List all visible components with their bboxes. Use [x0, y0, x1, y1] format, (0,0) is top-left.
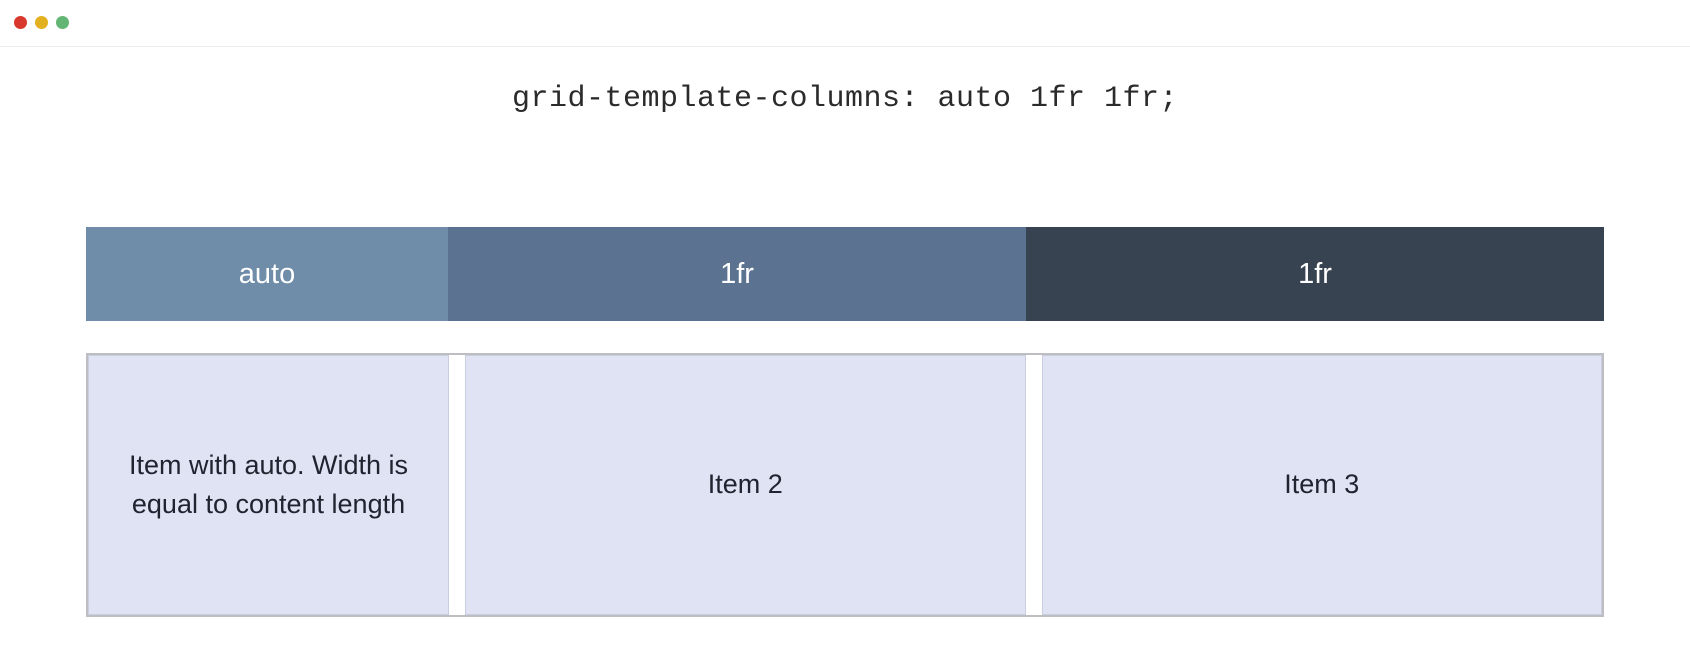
- close-window-icon[interactable]: [14, 16, 27, 29]
- grid-item: Item 2: [465, 355, 1026, 615]
- track-segment-fr-2: 1fr: [1026, 227, 1604, 321]
- window-titlebar: [0, 0, 1690, 47]
- track-legend-bar: auto 1fr 1fr: [86, 227, 1604, 321]
- track-segment-label: 1fr: [720, 257, 754, 290]
- grid-item: Item 3: [1041, 355, 1602, 615]
- track-segment-label: 1fr: [1298, 257, 1332, 290]
- page-title-code: grid-template-columns: auto 1fr 1fr;: [511, 82, 1179, 116]
- track-segment-fr-1: 1fr: [448, 227, 1026, 321]
- page-content: grid-template-columns: auto 1fr 1fr; aut…: [0, 47, 1690, 648]
- minimize-window-icon[interactable]: [35, 16, 48, 29]
- grid-column-gap: [1025, 355, 1042, 615]
- traffic-lights: [14, 16, 69, 29]
- track-segment-label: auto: [238, 257, 296, 290]
- maximize-window-icon[interactable]: [56, 16, 69, 29]
- track-segment-auto: auto: [86, 227, 448, 321]
- grid-container: Item with auto. Width is equal to conten…: [86, 353, 1604, 617]
- grid-column-gap: [449, 355, 465, 615]
- grid-item: Item with auto. Width is equal to conten…: [88, 355, 449, 615]
